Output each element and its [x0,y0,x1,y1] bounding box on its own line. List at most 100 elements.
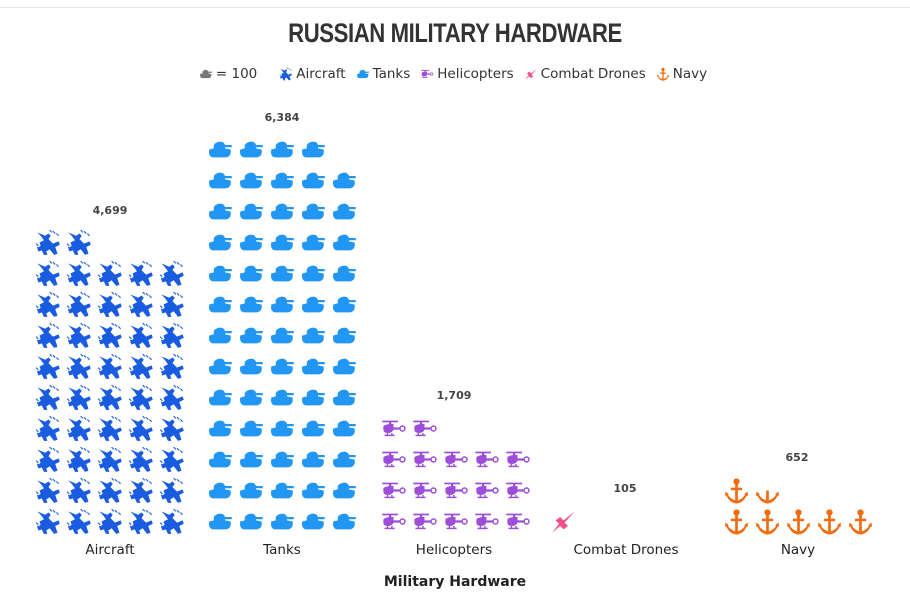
tank-icon [331,322,358,349]
jet-icon [35,477,62,504]
tank-icon [300,167,327,194]
tank-icon [300,415,327,442]
helicopter-icon [442,446,469,473]
jet-icon [159,353,186,380]
legend-item-navy[interactable]: Navy [656,66,707,82]
jet-icon [128,384,155,411]
tank-icon [238,198,265,225]
jet-icon [35,291,62,318]
tank-icon [331,291,358,318]
tank-icon [300,229,327,256]
tank-icon [238,415,265,442]
tank-icon [300,508,327,535]
tank-icon [207,229,234,256]
jet-icon [159,477,186,504]
jet-icon [97,353,124,380]
jet-icon [35,446,62,473]
tank-icon [269,477,296,504]
helicopter-icon [380,508,407,535]
tank-icon [331,229,358,256]
jet-icon [128,446,155,473]
helicopter-icon [380,477,407,504]
legend-item-aircraft[interactable]: Aircraft [279,66,346,82]
jet-icon [128,415,155,442]
tank-icon [331,508,358,535]
legend-unit-label: = 100 [215,66,258,82]
top-divider [0,7,910,8]
jet-icon [97,415,124,442]
tank-icon [238,167,265,194]
jet-icon [128,353,155,380]
jet-icon [66,415,93,442]
tank-icon [238,322,265,349]
tank-icon [238,508,265,535]
jet-icon [159,415,186,442]
jet-icon [35,508,62,535]
jet-icon [159,260,186,287]
tank-icon [356,67,370,81]
tank-icon [207,260,234,287]
tank-icon [238,446,265,473]
helicopter-icon [473,477,500,504]
tank-icon [238,260,265,287]
tank-icon [207,136,234,163]
helicopter-icon [411,477,438,504]
tank-icon [238,477,265,504]
x-label-navy: Navy [780,542,816,558]
tank-icon [331,384,358,411]
helicopter-icon [504,477,531,504]
tank-icon [300,353,327,380]
jet-icon [159,446,186,473]
x-label-helicopters: Helicopters [415,542,493,558]
anchor-icon [785,508,812,535]
legend-label: Aircraft [296,66,346,82]
tank-icon [207,353,234,380]
tank-icon [300,322,327,349]
legend: = 100 Aircraft Tanks Helicopters Combat … [0,66,910,82]
helicopter-icon [504,446,531,473]
chart-title: RUSSIAN MILITARY HARDWARE [288,18,622,48]
tank-icon [207,384,234,411]
jet-icon [97,477,124,504]
tank-icon [269,291,296,318]
jet-icon [159,322,186,349]
x-label-tanks: Tanks [263,542,301,558]
jet-icon [66,291,93,318]
value-label-navy: 652 [785,451,809,464]
tank-icon [269,415,296,442]
tank-icon [207,291,234,318]
tank-icon [207,477,234,504]
legend-label: Tanks [372,66,411,82]
tank-icon [199,67,213,81]
legend-item-helicopters[interactable]: Helicopters [420,66,514,82]
jet-icon [66,353,93,380]
jet-icon [66,508,93,535]
tank-icon [300,198,327,225]
value-label-combat-drones: 105 [613,482,637,495]
jet-icon [159,291,186,318]
jet-icon [128,260,155,287]
jet-icon [128,508,155,535]
jet-icon [97,322,124,349]
jet-icon [35,322,62,349]
jet-icon [66,384,93,411]
jet-icon [279,67,293,81]
tank-icon [269,508,296,535]
tank-icon [331,415,358,442]
tank-icon [331,353,358,380]
anchor-icon [723,477,750,504]
anchor-icon [656,67,670,81]
tank-icon [331,198,358,225]
legend-item-tanks[interactable]: Tanks [356,66,411,82]
tank-icon [300,291,327,318]
tank-icon [238,353,265,380]
jet-icon [159,508,186,535]
tank-icon [331,446,358,473]
legend-label: Helicopters [437,66,514,82]
x-label-aircraft: Aircraft [85,542,135,558]
value-label-helicopters: 1,709 [436,389,472,402]
tank-icon [238,136,265,163]
jet-icon [66,260,93,287]
helicopter-icon [380,446,407,473]
legend-item-combat-drones[interactable]: Combat Drones [524,66,646,82]
